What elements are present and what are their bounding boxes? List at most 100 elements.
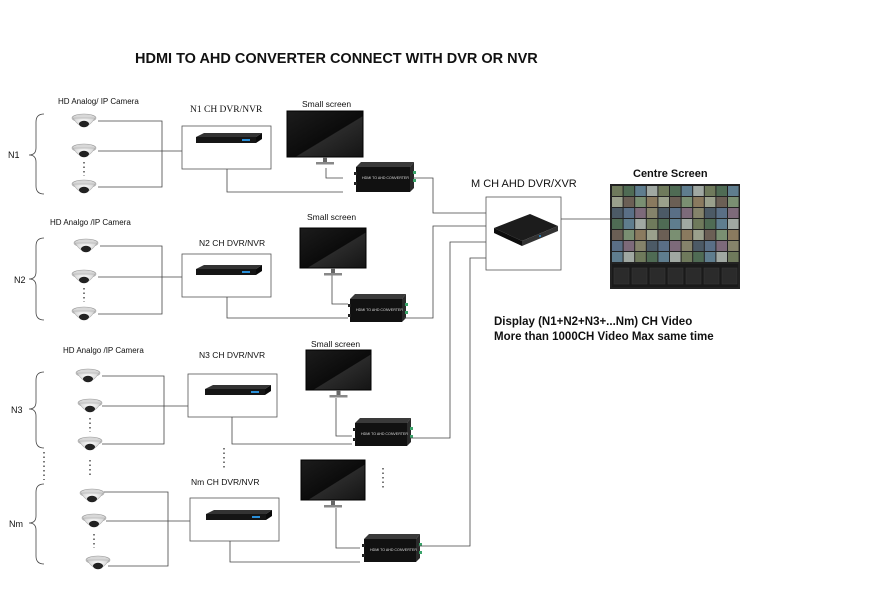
video-tile — [721, 267, 738, 285]
camera-icon — [77, 398, 103, 413]
group-label-nm: Nm — [9, 519, 23, 529]
video-tile — [635, 197, 646, 207]
dvr-conv-line-n3 — [231, 417, 352, 445]
video-tile — [649, 267, 666, 285]
video-tile — [667, 267, 684, 285]
video-tile — [693, 230, 704, 240]
video-tile — [716, 252, 727, 262]
video-tile — [704, 219, 716, 229]
camera-icon — [79, 488, 105, 503]
dvr-device — [206, 510, 272, 520]
video-tile — [646, 230, 658, 240]
dvr-label-nm: Nm CH DVR/NVR — [191, 477, 259, 487]
dvr-box-n1 — [181, 125, 272, 170]
diagram-title: HDMI TO AHD CONVERTER CONNECT WITH DVR O… — [135, 51, 538, 67]
scr-conv-line-n1 — [325, 168, 343, 179]
conv-central-line-n1 — [413, 177, 486, 214]
video-tile — [670, 241, 681, 251]
converter-label: HDMI TO AHD CONVERTER — [356, 308, 403, 312]
video-tile — [704, 230, 716, 240]
video-tile — [693, 252, 704, 262]
camera-icon — [73, 238, 99, 253]
video-tile — [716, 197, 727, 207]
video-tile — [623, 197, 635, 207]
video-tile — [716, 186, 727, 196]
camera-icon — [71, 306, 97, 321]
converter-label: HDMI TO AHD CONVERTER — [361, 432, 408, 436]
camera-icon — [81, 513, 107, 528]
video-tile — [704, 241, 716, 251]
central-dvr-label: M CH AHD DVR/XVR — [471, 178, 577, 190]
video-tile — [631, 267, 648, 285]
video-tile — [716, 241, 727, 251]
central-dvr-device — [494, 214, 558, 246]
video-tile — [685, 267, 702, 285]
video-tile — [623, 208, 635, 218]
scr-conv-line-n2 — [331, 274, 348, 305]
video-tile — [728, 252, 739, 262]
camera-icon — [75, 368, 101, 383]
video-tile — [623, 241, 635, 251]
video-tile — [681, 230, 693, 240]
conv-central-line-n2 — [404, 225, 486, 319]
video-tile — [670, 197, 681, 207]
video-tile — [681, 197, 693, 207]
video-tile — [658, 208, 669, 218]
conv-central-line-n3 — [410, 241, 486, 439]
small-screen-monitor — [286, 110, 364, 165]
video-tile — [681, 186, 693, 196]
video-tile — [728, 186, 739, 196]
video-tile — [693, 241, 704, 251]
video-tile — [703, 267, 720, 285]
video-tile — [612, 252, 623, 262]
camera-label-n2: HD Analgo /IP Camera — [50, 218, 131, 227]
video-tile — [623, 186, 635, 196]
dvr-device — [196, 133, 262, 143]
video-tile — [658, 252, 669, 262]
video-tile — [704, 252, 716, 262]
video-tile — [704, 197, 716, 207]
video-tile — [716, 219, 727, 229]
camera-label-n3: HD Analgo /IP Camera — [63, 346, 144, 355]
hdmi-ahd-converter: HDMI TO AHD CONVERTER — [353, 418, 413, 446]
video-tile — [612, 197, 623, 207]
screen-label-n3: Small screen — [311, 339, 360, 349]
video-tile — [728, 219, 739, 229]
video-tile — [646, 197, 658, 207]
group-label-n2: N2 — [14, 275, 26, 285]
video-tile — [658, 186, 669, 196]
video-tile — [612, 219, 623, 229]
camera-icon — [71, 269, 97, 284]
video-tile — [681, 241, 693, 251]
camera-label-n1: HD Analog/ IP Camera — [58, 97, 139, 106]
video-tile — [623, 230, 635, 240]
video-tile — [623, 252, 635, 262]
converter-label: HDMI TO AHD CONVERTER — [370, 548, 417, 552]
camera-icon — [77, 436, 103, 451]
dvr-conv-line-nm — [229, 541, 360, 563]
video-tile — [728, 241, 739, 251]
screen-label-n1: Small screen — [302, 99, 351, 109]
screen-label-n2: Small screen — [307, 212, 356, 222]
video-tile — [670, 252, 681, 262]
brace-nm: Nm — [9, 483, 45, 565]
video-tile — [646, 208, 658, 218]
cam-lines-n3 — [102, 375, 188, 445]
cam-lines-n2 — [98, 245, 182, 315]
cam-lines-n1 — [98, 120, 182, 188]
display-line-2: More than 1000CH Video Max same time — [494, 331, 714, 343]
dvr-label-n2: N2 CH DVR/NVR — [199, 238, 265, 248]
brace-n3: N3 — [11, 371, 45, 449]
centre-screen-wall — [610, 184, 740, 289]
dvr-label-n3: N3 CH DVR/NVR — [199, 350, 265, 360]
video-tile — [635, 186, 646, 196]
video-tile — [658, 241, 669, 251]
video-tile — [612, 186, 623, 196]
group-label-n3: N3 — [11, 405, 23, 415]
video-tile — [681, 252, 693, 262]
video-tile — [646, 186, 658, 196]
camera-icon — [71, 113, 97, 128]
video-tile — [658, 219, 669, 229]
video-tile — [670, 219, 681, 229]
brace-n1: N1 — [8, 113, 45, 195]
